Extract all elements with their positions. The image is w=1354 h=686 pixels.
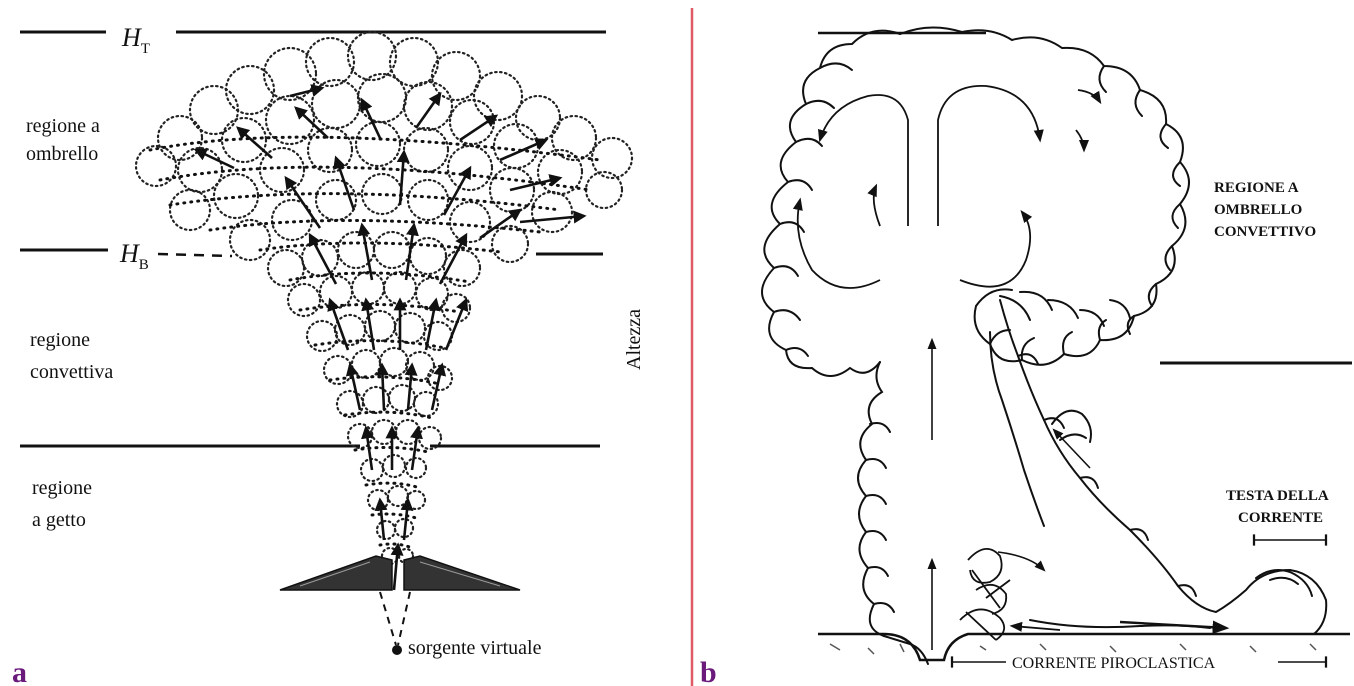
vent-turbulence: [960, 549, 1010, 640]
pyroclastic-current-label: CORRENTE PIROCLASTICA: [1012, 655, 1216, 672]
jet-region-label-1: regione: [32, 477, 92, 499]
current-backflow-arrow: [1012, 626, 1060, 630]
height-axis-label: Altezza: [623, 309, 645, 370]
eruption-plume-cloud: [136, 32, 632, 564]
virtual-source-point: [392, 645, 402, 655]
panel-b: REGIONE A OMBRELLO CONVETTIVO TESTA DELL…: [700, 27, 1352, 686]
panel-b-letter: b: [700, 656, 717, 686]
hb-level-line-dashed: [158, 254, 232, 256]
source-dashed-line-left: [380, 592, 396, 645]
panel-a-letter: a: [12, 656, 27, 686]
jet-region-label-2: a getto: [32, 509, 86, 531]
umbrella-convective-label-1: REGIONE A: [1214, 180, 1299, 196]
virtual-source-label: sorgente virtuale: [408, 637, 542, 659]
umbrella-region-label-1: regione a: [26, 115, 100, 137]
umbrella-circulation-arrows: [798, 86, 1100, 288]
umbrella-cloud: [762, 27, 1189, 376]
umbrella-convective-label-2: OMBRELLO: [1214, 202, 1302, 218]
convective-region-label-1: regione: [30, 329, 90, 351]
ht-label: HT: [121, 23, 150, 57]
collapsing-current: [990, 300, 1326, 634]
umbrella-region-label-2: ombrello: [26, 143, 98, 165]
umbrella-convective-label-3: CONVETTIVO: [1214, 224, 1316, 240]
hb-label: HB: [119, 239, 149, 273]
panel-a: HT HB: [12, 23, 645, 686]
current-head-label-1: TESTA DELLA: [1226, 488, 1329, 504]
return-flow-arrow: [998, 552, 1044, 570]
current-head-label-2: CORRENTE: [1238, 510, 1323, 526]
plume-speckles: [150, 137, 600, 548]
eruption-column: [858, 362, 928, 664]
convective-region-label-2: convettiva: [30, 361, 113, 383]
